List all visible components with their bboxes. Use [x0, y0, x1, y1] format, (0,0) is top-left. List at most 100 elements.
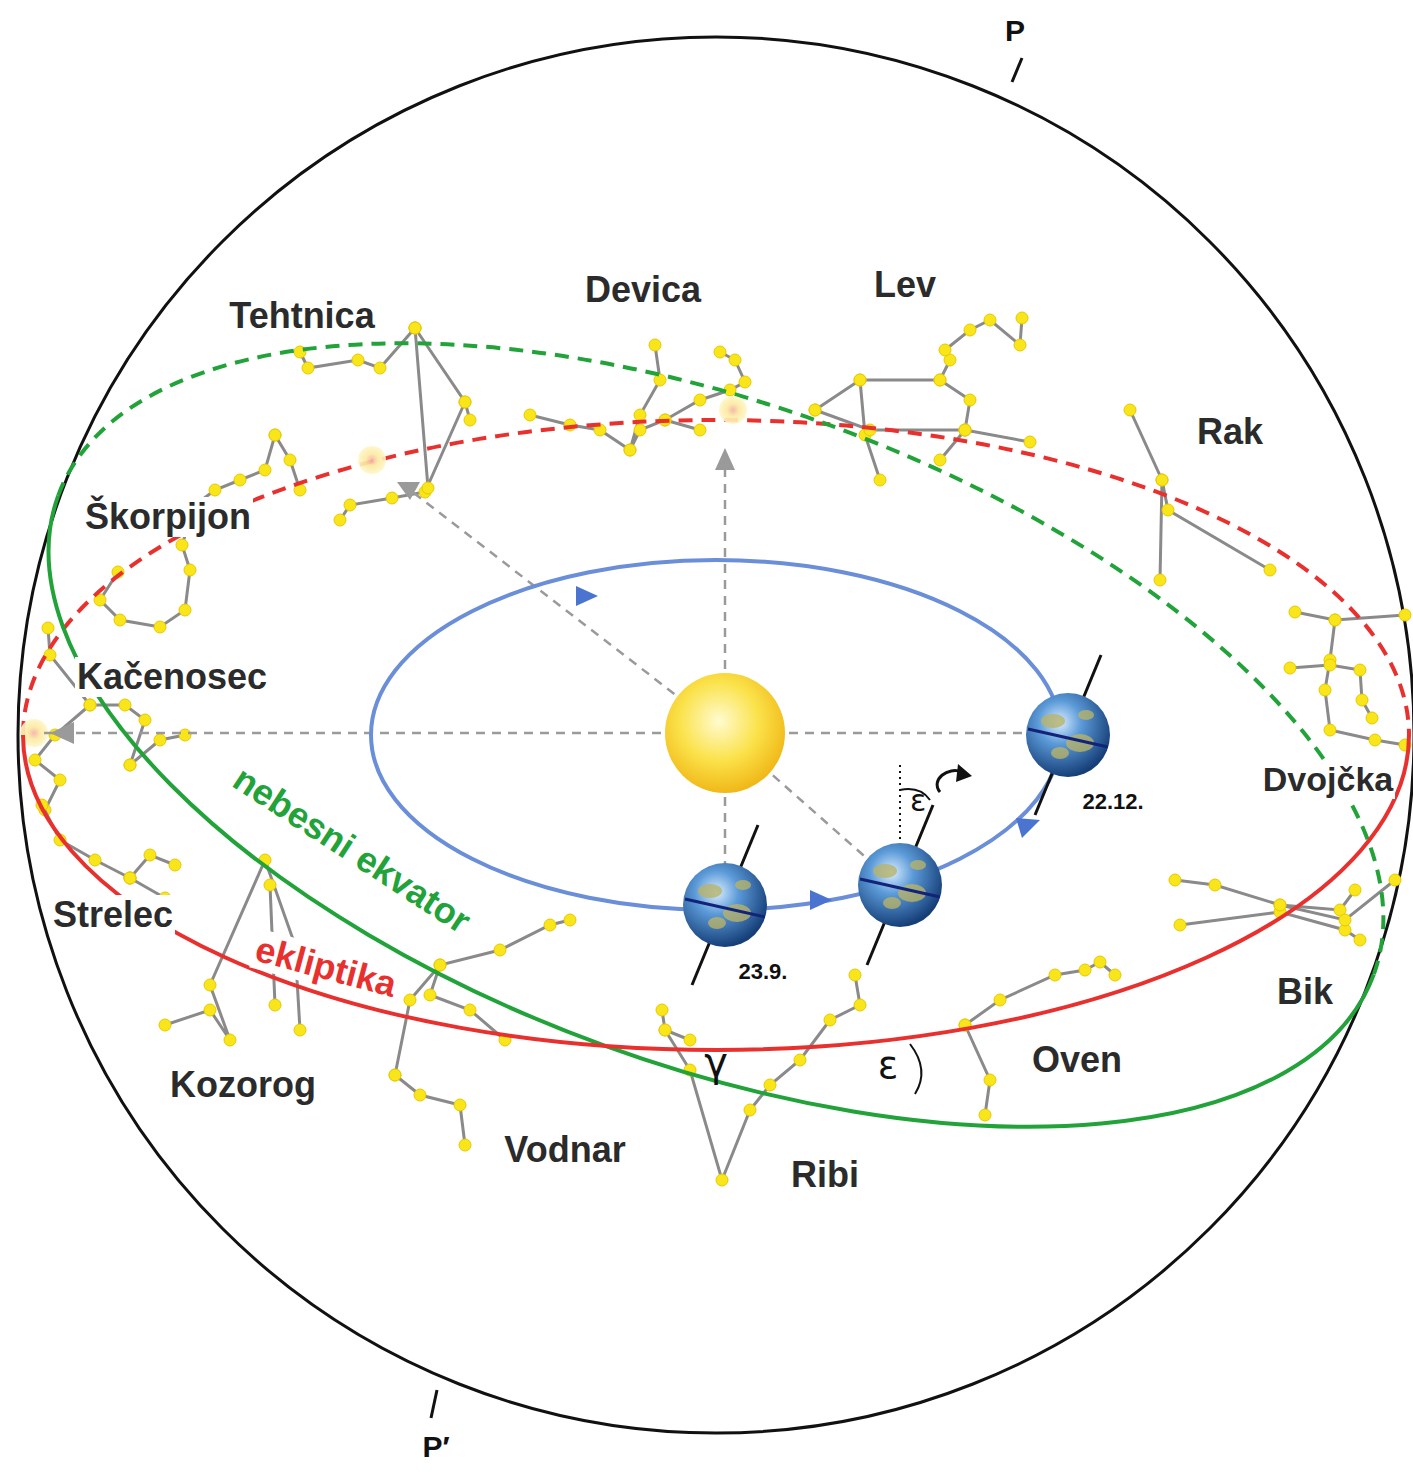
star [334, 514, 346, 526]
star [1289, 606, 1301, 618]
star [984, 1074, 996, 1086]
direction-arrowhead [715, 448, 735, 470]
star [204, 979, 216, 991]
star [139, 714, 151, 726]
star [179, 604, 191, 616]
earth-globe [1026, 693, 1110, 777]
earth-equator [860, 879, 940, 897]
date-label: 23.9. [737, 960, 790, 984]
constellation-line [35, 705, 90, 810]
equator-back [58, 343, 1383, 974]
star [1329, 614, 1341, 626]
star [1274, 899, 1286, 911]
earth-equator [1028, 729, 1108, 747]
constellation-line [1130, 410, 1162, 580]
star [1049, 969, 1061, 981]
star [259, 464, 271, 476]
star [44, 649, 56, 661]
star [234, 474, 246, 486]
star [389, 1069, 401, 1081]
star [1274, 899, 1286, 911]
star [302, 362, 314, 374]
star [124, 872, 136, 884]
star [1209, 879, 1221, 891]
constellation-name: Vodnar [502, 1130, 627, 1170]
star [964, 324, 976, 336]
star [649, 339, 661, 351]
ecliptic-front [23, 735, 1409, 1050]
earth-equator [685, 899, 765, 917]
star [54, 774, 66, 786]
star [964, 394, 976, 406]
earth-globe [858, 843, 942, 927]
constellations [29, 312, 1411, 1186]
star [184, 564, 196, 576]
star [654, 374, 666, 386]
constellation-figure [1169, 874, 1401, 946]
star [1339, 914, 1351, 926]
constellation-line [1295, 612, 1405, 620]
star [714, 346, 726, 358]
star [269, 999, 281, 1011]
orbit-arrowhead [810, 890, 832, 910]
constellation-figure [959, 956, 1121, 1121]
star [1324, 724, 1336, 736]
star [424, 989, 436, 1001]
star [1366, 712, 1378, 724]
star [159, 1019, 171, 1031]
earth-orbit [371, 560, 1061, 910]
star [459, 1139, 471, 1151]
circle-name: nebesni ekvator [225, 758, 480, 943]
star [959, 424, 971, 436]
date-label: 22.12. [1080, 790, 1145, 814]
star [659, 1024, 671, 1036]
star [1169, 874, 1181, 886]
star [729, 354, 741, 366]
star [264, 879, 276, 891]
earth-land [698, 884, 722, 898]
star [659, 1024, 671, 1036]
star [854, 374, 866, 386]
constellation-name: Oven [1030, 1040, 1124, 1080]
constellation-name: Ribi [789, 1155, 861, 1195]
constellation-line [1162, 480, 1270, 570]
obliquity-arc [910, 1044, 921, 1094]
star [849, 969, 861, 981]
sun-position-marker [358, 446, 386, 474]
star [624, 444, 636, 456]
constellation-name: Devica [583, 270, 703, 310]
sun-position-marker [719, 396, 747, 424]
star [1094, 956, 1106, 968]
star [409, 322, 421, 334]
star [1174, 919, 1186, 931]
star [124, 759, 136, 771]
star [694, 424, 706, 436]
star [114, 614, 126, 626]
earth-land [1078, 710, 1094, 720]
star [386, 492, 398, 504]
pole-tick [1012, 58, 1022, 82]
star [459, 396, 471, 408]
star [1329, 614, 1341, 626]
star [994, 994, 1006, 1006]
constellation-figure [656, 969, 866, 1186]
constellation-line [530, 352, 745, 450]
star [634, 424, 646, 436]
star [984, 314, 996, 326]
star [716, 1174, 728, 1186]
star [144, 849, 156, 861]
direction-line [40, 732, 725, 735]
star [524, 409, 536, 421]
star [874, 474, 886, 486]
star [934, 374, 946, 386]
star [1162, 504, 1174, 516]
orbit-arrowhead [1016, 818, 1040, 838]
earth-land [910, 860, 926, 870]
pole-label: P [1003, 14, 1027, 47]
star [824, 1014, 836, 1026]
star [934, 454, 946, 466]
star [42, 622, 54, 634]
star [564, 914, 576, 926]
constellation-line [815, 318, 1022, 410]
